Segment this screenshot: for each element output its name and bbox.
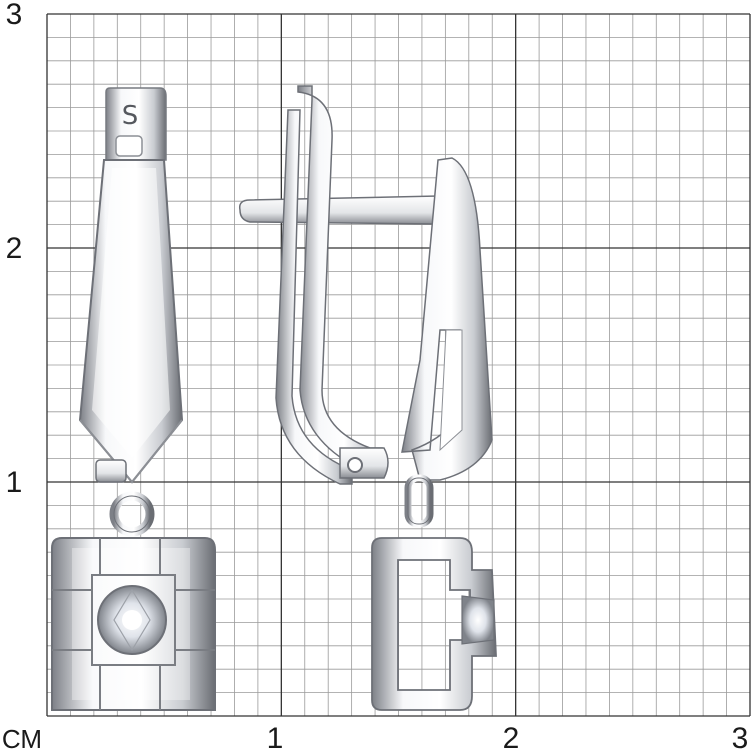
earring-pin: [238, 195, 439, 225]
metal-stamp-mark: S: [122, 101, 139, 131]
x-label-3: 3: [732, 722, 749, 752]
x-label-2: 2: [503, 722, 520, 752]
earring-hook: [297, 85, 383, 469]
unit-label: СМ: [2, 724, 42, 752]
grid-major-lines: [46, 13, 751, 717]
y-label-3: 3: [6, 0, 23, 31]
earring-hinge: [339, 447, 389, 479]
earring-front-view: S: [51, 87, 216, 711]
side-gem: [461, 595, 495, 645]
stamp-plate: [115, 135, 143, 157]
x-label-1: 1: [267, 722, 284, 752]
earring-side-view: [238, 85, 497, 711]
y-label-1: 1: [6, 466, 23, 499]
y-label-2: 2: [6, 232, 23, 265]
